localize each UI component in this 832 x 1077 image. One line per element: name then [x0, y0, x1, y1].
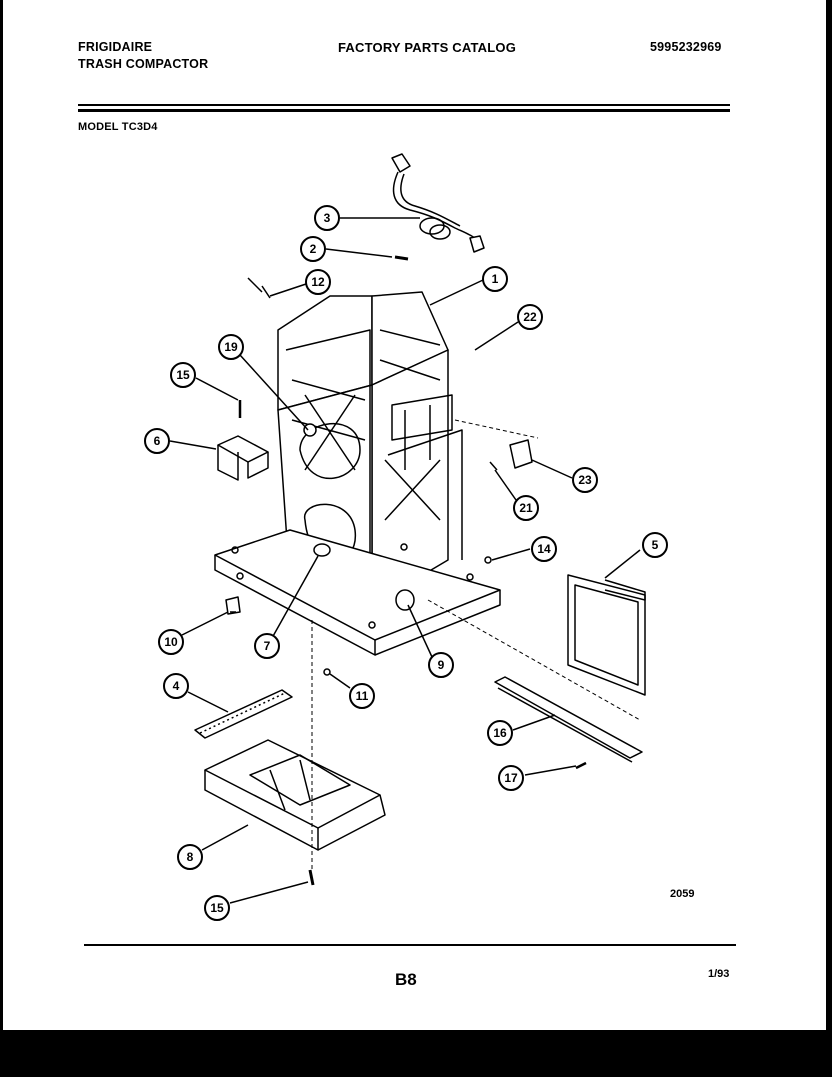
catalog-date: 1/93: [708, 968, 730, 980]
svg-text:14: 14: [537, 542, 551, 556]
figure-number: 2059: [670, 888, 695, 900]
scan-bottom-band: [0, 1030, 832, 1077]
callout-15b: [204, 895, 230, 921]
callout-4: [163, 673, 189, 699]
callout-21: [513, 495, 539, 521]
callout-16: [487, 720, 513, 746]
callout-11: [349, 683, 375, 709]
svg-text:15: 15: [176, 368, 190, 382]
callout-7: [254, 633, 280, 659]
svg-text:3: 3: [324, 211, 331, 225]
bracket-drawing: [217, 400, 269, 481]
callout-labels: 3 2 12 1 22 19 15 6 23 21 14 5 10 7 9 11…: [144, 205, 668, 921]
header-rule-thick: [78, 109, 730, 112]
scan-edge-right: [826, 0, 832, 1077]
svg-text:19: 19: [224, 340, 238, 354]
svg-text:12: 12: [311, 275, 325, 289]
callout-9: [428, 652, 454, 678]
base-plate-drawing: [214, 529, 501, 656]
svg-text:22: 22: [523, 310, 537, 324]
svg-text:15: 15: [210, 901, 224, 915]
svg-text:4: 4: [173, 679, 180, 693]
header-rule: [78, 104, 730, 106]
page-number: B8: [395, 970, 417, 989]
bottom-tray-drawing: [204, 739, 386, 851]
callout-12: [305, 269, 331, 295]
callout-6: [144, 428, 170, 454]
callout-17: [498, 765, 524, 791]
catalog-title: FACTORY PARTS CATALOG: [338, 40, 517, 55]
svg-text:7: 7: [264, 639, 271, 653]
callout-22: [517, 304, 543, 330]
brand-name: FRIGIDAIRE: [78, 40, 153, 54]
catalog-part-number: 5995232969: [650, 40, 722, 54]
callout-23: [572, 467, 598, 493]
footer-rule: [84, 944, 736, 946]
callout-15: [170, 362, 196, 388]
callout-1: [482, 266, 508, 292]
svg-text:6: 6: [154, 434, 161, 448]
scan-edge-left: [0, 0, 3, 1077]
power-cord-drawing: [391, 153, 485, 253]
callout-8: [177, 844, 203, 870]
svg-text:17: 17: [504, 771, 518, 785]
svg-text:5: 5: [652, 538, 659, 552]
svg-text:23: 23: [578, 473, 592, 487]
product-name: TRASH COMPACTOR: [78, 57, 209, 71]
door-panel-drawing: [567, 574, 646, 696]
svg-text:21: 21: [519, 501, 533, 515]
callout-19: [218, 334, 244, 360]
callout-2: [300, 236, 326, 262]
callout-5: [642, 532, 668, 558]
svg-text:2: 2: [310, 242, 317, 256]
svg-text:9: 9: [438, 658, 445, 672]
svg-text:1: 1: [492, 272, 499, 286]
callout-14: [531, 536, 557, 562]
svg-text:11: 11: [356, 689, 369, 703]
svg-text:8: 8: [187, 850, 194, 864]
callout-10: [158, 629, 184, 655]
model-label: MODEL TC3D4: [78, 121, 158, 133]
svg-text:16: 16: [493, 726, 507, 740]
callout-3: [314, 205, 340, 231]
svg-text:10: 10: [164, 635, 178, 649]
